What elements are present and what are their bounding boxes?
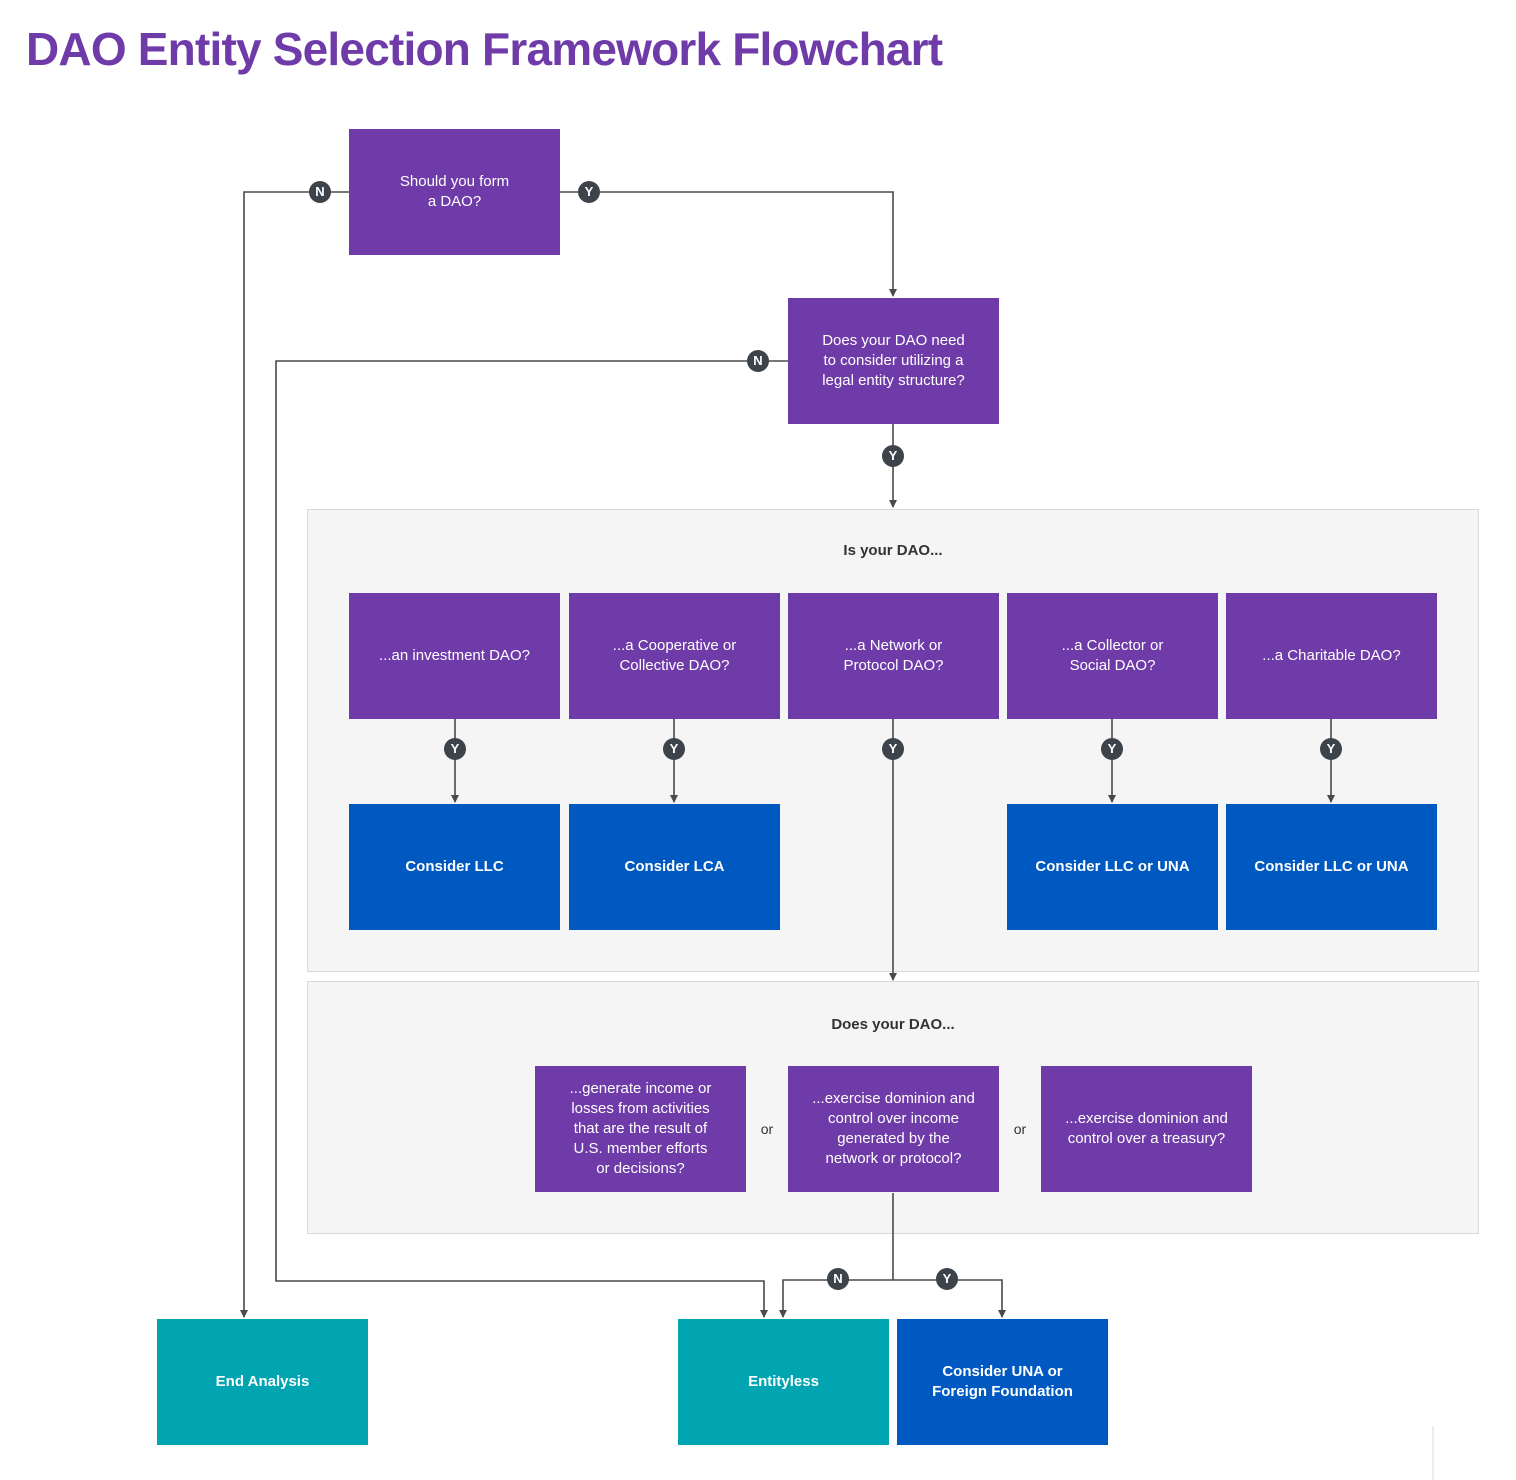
recommend-llc-or-una-charitable: Consider LLC or UNA (1226, 804, 1437, 930)
badge-no-q1: N (309, 181, 331, 203)
dao-activity-panel-label: Does your DAO... (831, 1016, 955, 1033)
question-collector-dao: ...a Collector or Social DAO? (1007, 593, 1218, 719)
page-title: DAO Entity Selection Framework Flowchart (26, 23, 943, 75)
recommend-llc-or-una-collector: Consider LLC or UNA (1007, 804, 1218, 930)
outcome-end-analysis: End Analysis (157, 1319, 368, 1445)
outcome-entityless: Entityless (678, 1319, 889, 1445)
question-cooperative-dao: ...a Cooperative or Collective DAO? (569, 593, 780, 719)
badge-yes-q2: Y (882, 445, 904, 467)
connector-q2-no (275, 360, 788, 1318)
question-legal-entity: Does your DAO need to consider utilizing… (788, 298, 999, 424)
badge-yes-network: Y (882, 738, 904, 760)
recommend-lca: Consider LCA (569, 804, 780, 930)
badge-yes-q1: Y (578, 181, 600, 203)
question-dominion-income: ...exercise dominion and control over in… (788, 1066, 999, 1192)
badge-yes-investment: Y (444, 738, 466, 760)
connector-q1-yes (560, 191, 897, 297)
question-network-dao: ...a Network or Protocol DAO? (788, 593, 999, 719)
badge-yes-activity: Y (936, 1268, 958, 1290)
badge-yes-collector: Y (1101, 738, 1123, 760)
or-label-2: or (1013, 1121, 1027, 1137)
question-form-dao: Should you form a DAO? (349, 129, 560, 255)
or-label-1: or (760, 1121, 774, 1137)
badge-yes-charitable: Y (1320, 738, 1342, 760)
connector-activity-yes (893, 1279, 1006, 1318)
question-investment-dao: ...an investment DAO? (349, 593, 560, 719)
badge-no-activity: N (827, 1268, 849, 1290)
scroll-edge (1432, 1426, 1434, 1480)
question-generate-income: ...generate income or losses from activi… (535, 1066, 746, 1192)
outcome-una-foundation: Consider UNA or Foreign Foundation (897, 1319, 1108, 1445)
recommend-llc: Consider LLC (349, 804, 560, 930)
question-dominion-treasury: ...exercise dominion and control over a … (1041, 1066, 1252, 1192)
badge-no-q2: N (747, 350, 769, 372)
question-charitable-dao: ...a Charitable DAO? (1226, 593, 1437, 719)
dao-type-panel-label: Is your DAO... (843, 542, 943, 559)
badge-yes-cooperative: Y (663, 738, 685, 760)
connector-activity-no (779, 1279, 893, 1318)
